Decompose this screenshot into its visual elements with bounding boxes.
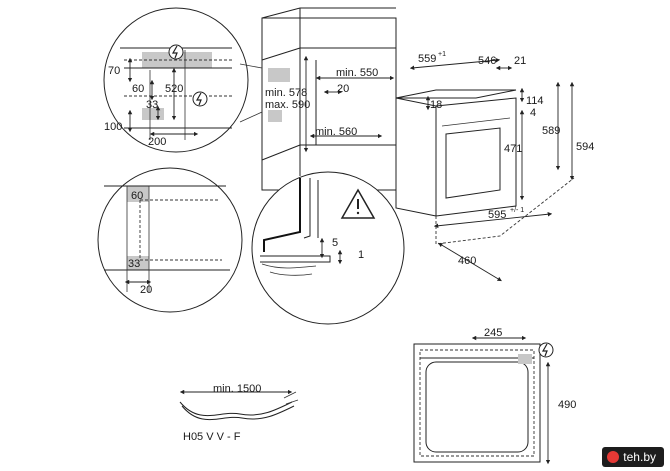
oven-drawing: 559 +1 546 21 18 114 4 471 589 594 595 +…: [395, 51, 594, 282]
detail-circle-top: 70 60 520 33 100 200: [103, 7, 249, 153]
cable-type-label: H05 V V - F: [183, 431, 241, 443]
electric-plug-icon: [538, 342, 554, 358]
dim-594: 594: [576, 141, 594, 153]
electric-plug-icon: [168, 44, 184, 60]
electric-plug-icon: [192, 91, 208, 107]
dim-20: 20: [337, 83, 349, 95]
dim-max-590: max. 590: [265, 99, 310, 111]
dim-4: 4: [530, 107, 536, 119]
oven-rear-view: 245 490: [413, 327, 576, 465]
cabinet-drawing: min. 550 20 min. 578 max. 590 min. 560: [239, 7, 397, 191]
dim-min-578: min. 578: [265, 87, 307, 99]
dim-559-tolerance: +1: [438, 51, 446, 58]
dim-20: 20: [140, 284, 152, 296]
dim-21: 21: [514, 55, 526, 67]
dim-520: 520: [165, 83, 183, 95]
detail-circle-bottom: 60 33 20: [97, 167, 243, 313]
dim-5: 5: [332, 237, 338, 249]
dim-595-tolerance: +/- 1: [510, 207, 524, 214]
dim-min-560: min. 560: [315, 126, 357, 138]
brand-text: teh.by: [623, 450, 656, 464]
dim-18: 18: [430, 99, 442, 111]
dim-589: 589: [542, 125, 560, 137]
detail-circle-middle: 5 1: [251, 171, 405, 325]
dim-min-1500: min. 1500: [213, 383, 261, 395]
dim-559: 559: [418, 53, 436, 65]
dim-60: 60: [132, 83, 144, 95]
dim-200: 200: [148, 136, 166, 148]
dim-114: 114: [526, 95, 544, 107]
dim-245: 245: [484, 327, 502, 339]
cable-drawing: min. 1500 H05 V V - F: [179, 383, 299, 443]
brand-logo-icon: [607, 451, 620, 463]
dim-70: 70: [108, 65, 120, 77]
brand-watermark: teh.by: [602, 447, 664, 467]
dim-60: 60: [131, 190, 143, 202]
dim-1: 1: [358, 249, 364, 261]
dim-33: 33: [128, 258, 140, 270]
dim-100: 100: [104, 121, 122, 133]
dim-460: 460: [458, 255, 476, 267]
warning-icon: [340, 188, 376, 219]
dim-546: 546: [478, 55, 496, 67]
dim-min-550: min. 550: [336, 67, 378, 79]
dim-490: 490: [558, 399, 576, 411]
dim-471: 471: [504, 143, 522, 155]
dim-33: 33: [146, 99, 158, 111]
dim-595: 595: [488, 209, 506, 221]
